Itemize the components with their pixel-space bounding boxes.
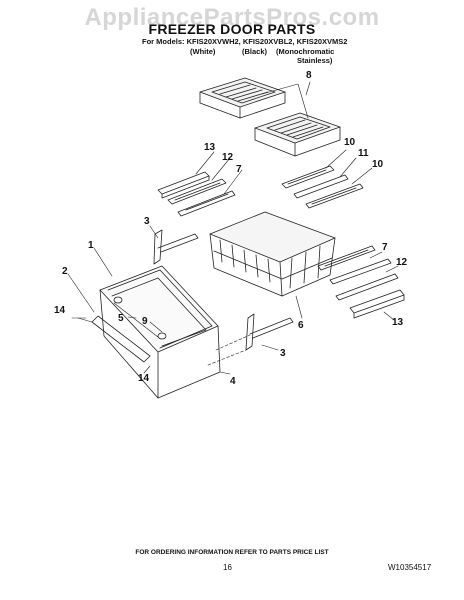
freezer-door-panel (99, 265, 221, 399)
slide-rail-right-11 (293, 174, 349, 199)
document-id: W10354517 (388, 563, 432, 572)
callout-12b: 12 (396, 257, 408, 268)
callout-1: 1 (88, 240, 94, 251)
callout-7b: 7 (382, 242, 388, 253)
callout-3b: 3 (280, 348, 286, 359)
callout-13b: 13 (392, 317, 404, 328)
models-line: For Models: KFIS20XVWH2, KFIS20XVBL2, KF… (142, 37, 348, 46)
upper-basket-right (254, 112, 341, 157)
page-title: FREEZER DOOR PARTS (148, 21, 316, 37)
slide-rail-right-13 (349, 289, 405, 319)
slide-rail-right-10a (281, 165, 335, 189)
callout-9: 9 (142, 316, 148, 327)
callout-4: 4 (230, 376, 236, 387)
variant-monochromatic: (Monochromatic (276, 47, 335, 56)
variant-stainless: Stainless) (297, 56, 333, 65)
slide-rail-right-12 (329, 258, 399, 301)
leader-lines (67, 81, 399, 375)
callout-14a: 14 (54, 305, 66, 316)
variant-white: (White) (190, 47, 216, 56)
callout-14b: 14 (138, 373, 150, 384)
door-bracket-left-lower (245, 313, 294, 351)
callout-11: 11 (358, 148, 369, 159)
slide-rail-right-7 (317, 245, 376, 271)
callout-10b: 10 (372, 159, 384, 170)
door-bracket-left-upper (153, 229, 199, 265)
callout-10a: 10 (344, 137, 356, 148)
ordering-note: FOR ORDERING INFORMATION REFER TO PARTS … (135, 549, 329, 556)
slide-rail-left-12 (167, 178, 227, 205)
door-handle-assembly (91, 296, 167, 363)
slide-rail-left-13 (157, 171, 210, 199)
callout-6: 6 (298, 320, 304, 331)
watermark: AppliancePartsPros.com (84, 4, 380, 31)
callout-3a: 3 (144, 216, 150, 227)
upper-basket-left (199, 77, 286, 119)
variant-black: (Black) (242, 47, 268, 56)
callout-13a: 13 (204, 142, 216, 153)
callout-12a: 12 (222, 152, 234, 163)
callout-8: 8 (306, 70, 312, 81)
callout-2: 2 (62, 266, 68, 277)
freezer-drawer-bin (209, 211, 336, 297)
slide-rail-right-10b (305, 183, 364, 209)
slide-rail-left-7 (177, 190, 236, 217)
callout-7a: 7 (236, 164, 242, 175)
page-number: 16 (223, 563, 232, 572)
callout-5: 5 (118, 313, 124, 324)
